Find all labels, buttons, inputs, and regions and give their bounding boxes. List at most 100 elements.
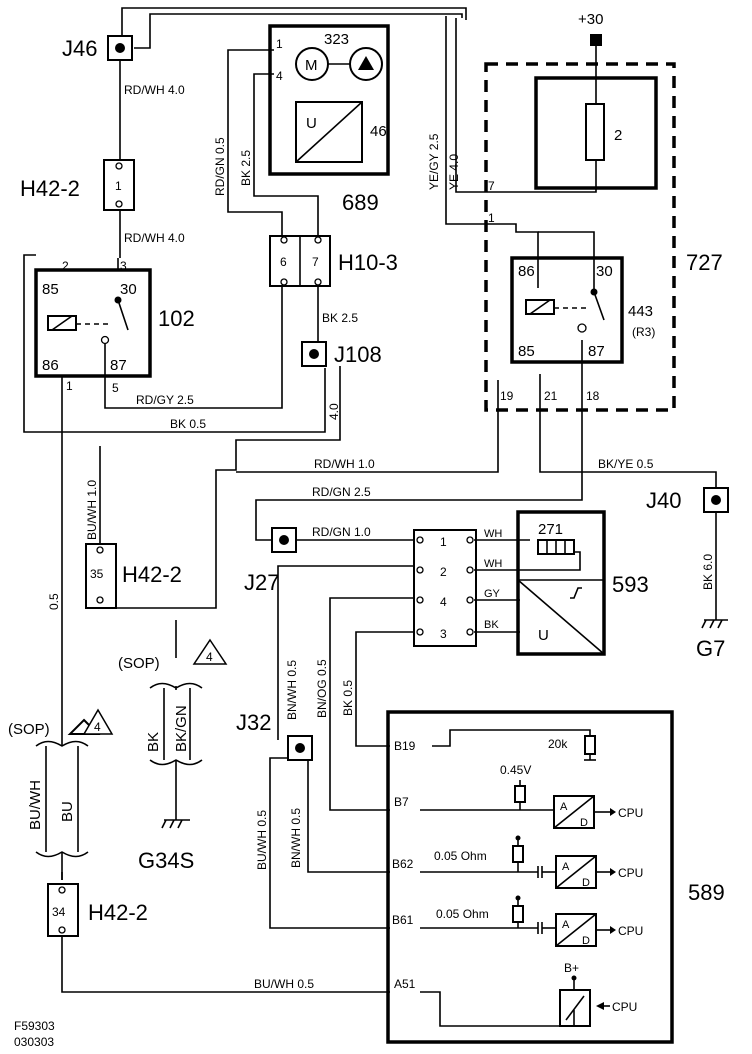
- r443-pin87: 87: [588, 343, 605, 360]
- supply-plus30: +30: [578, 11, 603, 46]
- pin-m1: 1: [276, 37, 283, 51]
- ground-g7-icon: G7: [696, 619, 728, 661]
- h42-mid-connector: 35 H42-2: [85, 543, 182, 609]
- relay-102-label: 102: [158, 306, 195, 331]
- wire-bu: BU: [59, 801, 76, 822]
- conn-pin2: 2: [440, 565, 447, 579]
- r102-pin3: 3: [120, 259, 127, 273]
- fuse-2: 2: [534, 76, 658, 190]
- 689-wire-labels: RD/GN 0.5 BK 2.5: [213, 137, 253, 196]
- wire-rdgy25: RD/GY 2.5: [136, 393, 194, 407]
- wire-rdwh10: RD/WH 1.0: [314, 457, 375, 471]
- wire-bkgn: BK/GN: [173, 705, 190, 752]
- j32-label: J32: [236, 710, 271, 735]
- wire-ye40: YE 4.0: [447, 154, 461, 190]
- h42-pin-1: 1: [115, 179, 122, 193]
- u-letter: U: [306, 115, 317, 132]
- label-323: 323: [324, 31, 349, 48]
- j32-junction: J32: [236, 710, 313, 761]
- ecu-pin-b7: B7: [394, 795, 409, 809]
- pin19: 19: [500, 389, 514, 403]
- wire-buwh05-horizontal: BU/WH 0.5: [254, 977, 314, 991]
- ecu-pin-b19: B19: [394, 739, 416, 753]
- h10-pin7: 7: [312, 255, 319, 269]
- j46-junction: J46: [62, 35, 133, 61]
- h10-label: H10-3: [338, 250, 398, 275]
- ecu-pin-b62: B62: [392, 857, 414, 871]
- label-727: 727: [686, 250, 723, 275]
- adc2-a: A: [562, 861, 570, 873]
- voltage-045: 0.45V: [500, 763, 531, 777]
- fuse-2-label: 2: [614, 127, 622, 144]
- label-r3: (R3): [632, 325, 655, 339]
- j27-junction: J27: [244, 527, 297, 595]
- wire-rdgn25: RD/GN 2.5: [312, 485, 371, 499]
- label-46: 46: [370, 123, 387, 140]
- label-443: 443: [628, 303, 653, 320]
- module-689: M 1 4 323 U 46 689: [268, 24, 390, 215]
- adc2-d: D: [582, 877, 590, 889]
- resistor-20k: 20k: [548, 737, 568, 751]
- h10-3-connector: 6 7 H10-3: [269, 235, 398, 287]
- wire-rdwh40-a: RD/WH 4.0: [124, 83, 185, 97]
- j40-label: J40: [646, 488, 681, 513]
- pin18: 18: [586, 389, 600, 403]
- wires: [23, 7, 717, 993]
- pin1: 1: [488, 211, 495, 225]
- label-689: 689: [342, 190, 379, 215]
- wire-0-5: 0.5: [47, 593, 61, 610]
- sop-left-label: (SOP): [8, 721, 50, 738]
- adc3-d: D: [582, 935, 590, 947]
- sop-mid-label: (SOP): [118, 655, 160, 672]
- h42-pin34: 34: [52, 905, 66, 919]
- h42-bottom-connector: 34 H42-2: [47, 883, 148, 937]
- relay-443: 86 30 85 87 443 (R3): [510, 256, 655, 364]
- r102-pin5: 5: [112, 381, 119, 395]
- wire-bnwh05: BN/WH 0.5: [285, 660, 299, 720]
- ecu-589: 589 B19 20k 0.45V B7 A D CPU B62 0.05 Oh…: [386, 710, 725, 1044]
- adc3-a: A: [562, 919, 570, 931]
- wire-yegy25: YE/GY 2.5: [427, 133, 441, 190]
- j108-junction: J108: [301, 341, 382, 367]
- r102-pin85: 85: [42, 281, 59, 298]
- wire-bk: BK: [484, 619, 499, 631]
- j40-junction: J40: [646, 487, 729, 513]
- label-589: 589: [688, 880, 725, 905]
- wire-wh2: WH: [484, 558, 502, 570]
- j27-label: J27: [244, 570, 279, 595]
- wire-rdwh40-b: RD/WH 4.0: [124, 231, 185, 245]
- motor-letter: M: [305, 57, 318, 74]
- h42-bottom-label: H42-2: [88, 900, 148, 925]
- h42-pin35: 35: [90, 567, 104, 581]
- pin7: 7: [488, 179, 495, 193]
- resistor-005-1: 0.05 Ohm: [434, 849, 487, 863]
- wire-bk-mid: BK: [145, 732, 162, 752]
- plus30-label: +30: [578, 11, 603, 28]
- wires-to-593: WH WH GY BK: [474, 528, 581, 633]
- resistor-005-2: 0.05 Ohm: [436, 907, 489, 921]
- r443-pin85: 85: [518, 343, 535, 360]
- wire-bk25-b: BK 2.5: [322, 311, 358, 325]
- wire-bk60: BK 6.0: [701, 554, 715, 590]
- ecu-pin-a51: A51: [394, 977, 416, 991]
- adc1-d: D: [580, 817, 588, 829]
- pin21: 21: [544, 389, 558, 403]
- h42-top-connector: 1 H42-2: [20, 159, 135, 211]
- pin-m4: 4: [276, 69, 283, 83]
- label-271: 271: [538, 521, 563, 538]
- wire-buwh05: BU/WH 0.5: [255, 810, 269, 870]
- r102-pin1: 1: [66, 379, 73, 393]
- ecu-pin-b61: B61: [392, 913, 414, 927]
- figure-code: F59303: [14, 1019, 55, 1033]
- wire-bnwh05-b: BN/WH 0.5: [289, 808, 303, 868]
- r102-pin87: 87: [110, 357, 127, 374]
- wire-4-0: 4.0: [327, 403, 341, 420]
- label-593: 593: [612, 572, 649, 597]
- adc1-a: A: [560, 801, 568, 813]
- relay-102: 2 3 85 30 86 87 1 5 102: [34, 259, 195, 395]
- cpu-3: CPU: [618, 924, 643, 938]
- wire-bkye05: BK/YE 0.5: [598, 457, 654, 471]
- wire-bk05-vertical: BK 0.5: [341, 680, 355, 716]
- wire-rdgn10: RD/GN 1.0: [312, 525, 371, 539]
